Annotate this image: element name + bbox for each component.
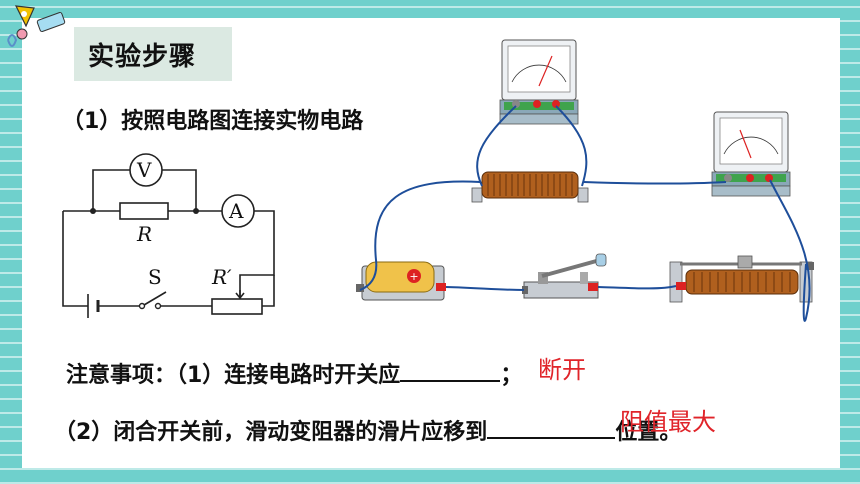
note-2-suffix: 位置。 (615, 420, 682, 445)
note-1-prefix: 注意事项：（1）连接电路时开关应 (66, 363, 401, 388)
ammeter-device (711, 111, 791, 197)
battery-device: + (356, 261, 446, 301)
title-box (74, 27, 232, 81)
resistor-label: R (137, 222, 153, 246)
coil-resistor (471, 171, 589, 203)
answer-blank-2 (487, 413, 616, 439)
note-2-prefix: （2）闭合开关前，滑动变阻器的滑片应移到 (54, 420, 488, 445)
rheostat-device (669, 255, 814, 303)
answer-blank-1 (400, 356, 501, 382)
answer-2: 阻值最大 (620, 408, 716, 436)
rheostat-symbol (211, 298, 263, 315)
answer-1: 断开 (538, 356, 586, 384)
stationery-decoration-icon (7, 5, 66, 47)
svg-text:+: + (409, 270, 418, 283)
note-line-1: 注意事项：（1）连接电路时开关应 ； (66, 356, 522, 389)
content-panel (22, 18, 840, 468)
switch-device (522, 253, 607, 299)
note-1-suffix: ； (500, 363, 523, 388)
note-line-2: （2）闭合开关前，滑动变阻器的滑片应移到 位置。 (54, 413, 681, 446)
rheostat-label: R′ (212, 265, 232, 289)
voltmeter-label: V (137, 158, 152, 182)
voltmeter-symbol (129, 153, 163, 187)
ammeter-symbol (221, 194, 255, 228)
switch-label: S (148, 265, 162, 289)
ammeter-label: A (229, 199, 244, 223)
step-1-text: （1）按照电路图连接实物电路 (62, 109, 364, 134)
resistor-r (119, 202, 169, 220)
page-title: 实验步骤 (88, 42, 197, 72)
voltmeter-device (499, 39, 579, 125)
